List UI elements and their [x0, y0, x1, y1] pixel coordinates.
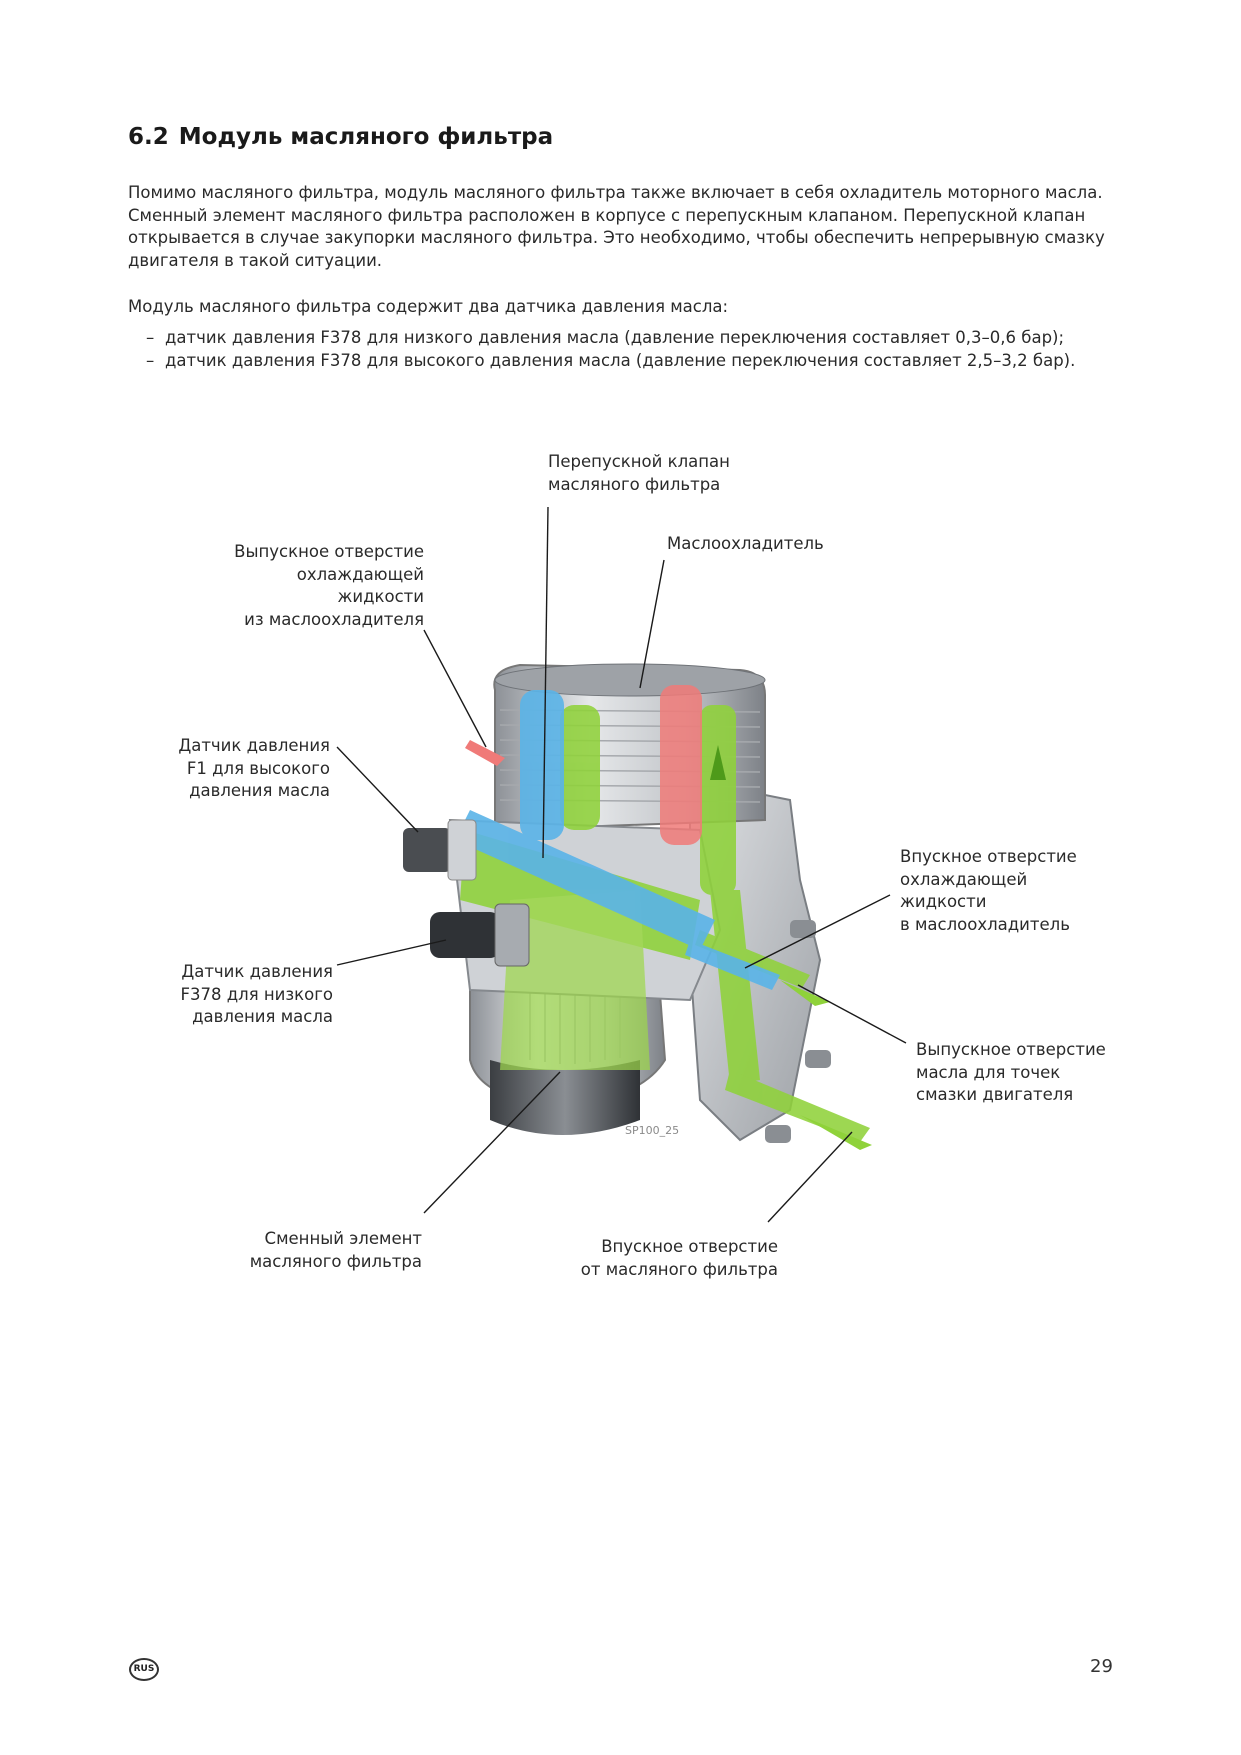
low-pressure-sensor [430, 903, 530, 967]
label-bypass-valve: Перепускной клапан масляного фильтра [548, 452, 730, 494]
clean-oil-channels [460, 705, 870, 1142]
label-coolant-outlet: Выпускное отверстие охлаждающей жидкости… [234, 542, 424, 629]
leader-lines [336, 506, 907, 1223]
label-low-pressure-sensor: Датчик давления F378 для низкого давлени… [180, 962, 333, 1026]
label-high-pressure-sensor: Датчик давления F1 для высокого давления… [178, 736, 330, 800]
page-number: 29 [1090, 1656, 1113, 1677]
label-coolant-inlet: Впускное отверстие охлаждающей жидкости … [900, 847, 1077, 934]
flow-arrows [465, 740, 872, 1150]
hot-oil-channel [660, 685, 702, 845]
high-pressure-sensor [403, 819, 477, 881]
language-badge: RUS [129, 1658, 159, 1681]
label-oil-outlet: Выпускное отверстие масла для точек смаз… [916, 1040, 1106, 1104]
image-code: SP100_25 [625, 1124, 680, 1137]
section-title: Модуль масляного фильтра [178, 124, 554, 150]
sensors-paragraph: Модуль масляного фильтра содержит два да… [128, 297, 729, 316]
label-filter-element: Сменный элемент масляного фильтра [249, 1229, 422, 1271]
sensor-list-item-low: датчик давления F378 для низкого давлени… [146, 326, 1075, 349]
section-number: 6.2 [128, 124, 169, 150]
label-oil-inlet: Впускное отверстие от масляного фильтра [580, 1237, 778, 1279]
coolant-channels [455, 690, 780, 990]
section-heading: 6.2 Модуль масляного фильтра [128, 124, 553, 150]
sensor-list-item-high: датчик давления F378 для высокого давлен… [146, 349, 1075, 372]
label-oil-cooler: Маслоохладитель [667, 534, 824, 553]
sensor-list: датчик давления F378 для низкого давлени… [146, 326, 1075, 372]
intro-paragraph: Помимо масляного фильтра, модуль масляно… [128, 183, 1105, 270]
